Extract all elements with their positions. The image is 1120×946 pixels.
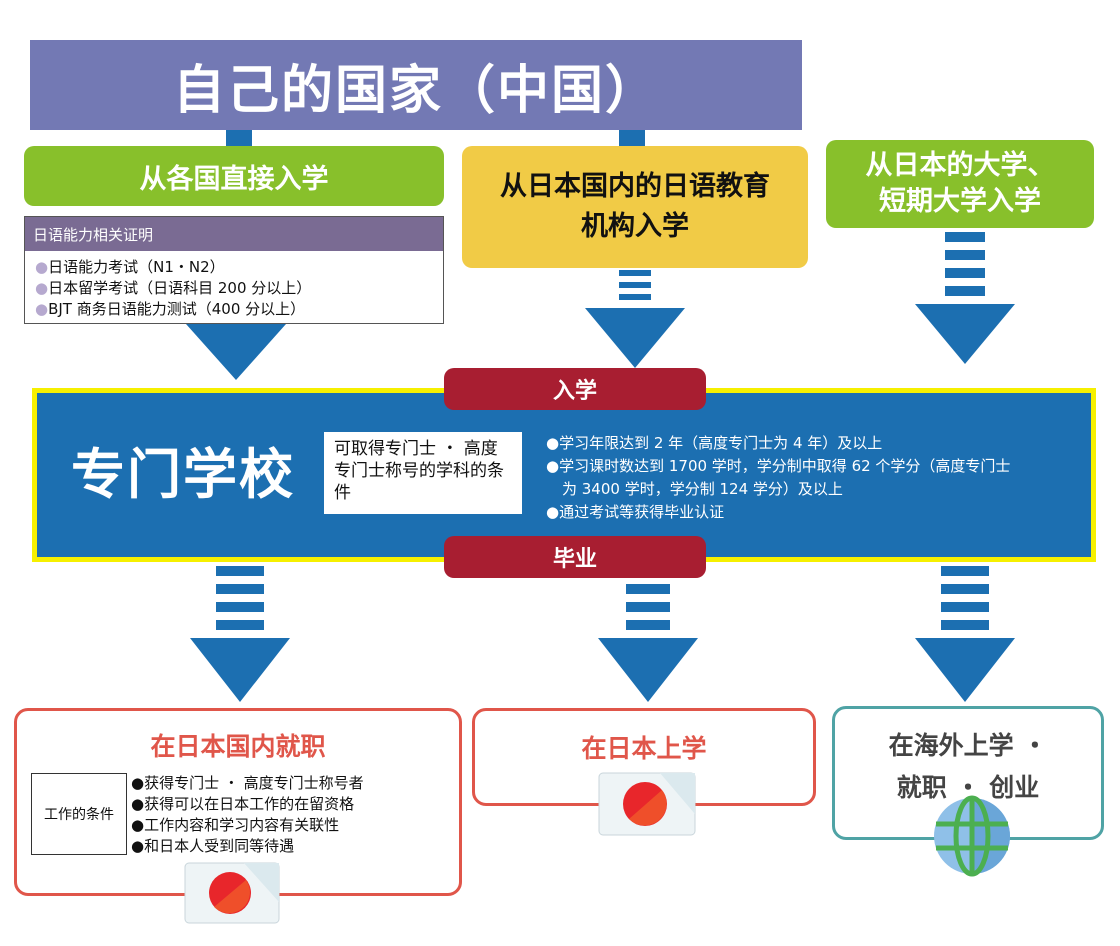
work-condition-item: ●获得可以在日本工作的在留资格 <box>131 795 355 813</box>
outcome-work-japan-title: 在日本国内就职 <box>150 732 326 761</box>
path-japanese-school-line1: 从日本国内的日语教育 <box>500 171 770 202</box>
outcome-overseas-line1: 在海外上学 ・ <box>888 731 1048 760</box>
arrow-down-icon <box>190 566 290 702</box>
page-title: 自己的国家（中国） <box>30 40 802 130</box>
arrow-down-icon <box>598 584 698 702</box>
path-university-line2: 短期大学入学 <box>879 186 1041 217</box>
japan-flag-icon <box>184 862 280 924</box>
school-condition-item: 为 3400 学时，学分制 124 学分）及以上 <box>562 480 843 498</box>
path-direct-box: 从各国直接入学 <box>24 146 444 206</box>
path-university-line1: 从日本的大学、 <box>865 150 1055 181</box>
work-conditions-list: ●获得专门士 ・ 高度专门士称号者 ●获得可以在日本工作的在留资格 ●工作内容和… <box>131 773 364 857</box>
arrow-down-icon <box>915 566 1015 702</box>
outcome-study-japan-title: 在日本上学 <box>581 734 707 763</box>
work-condition-label: 工作的条件 <box>31 773 127 855</box>
connector-stub <box>226 128 252 148</box>
school-conditions-list: ●学习年限达到 2 年（高度专门士为 4 年）及以上 ●学习课时数达到 1700… <box>546 432 1086 524</box>
language-certificate-card: 日语能力相关证明 ●日语能力考试（N1・N2） ●日本留学考试（日语科目 200… <box>24 216 444 324</box>
graduate-badge: 毕业 <box>444 536 706 578</box>
language-card-title: 日语能力相关证明 <box>25 217 443 251</box>
arrow-down-icon <box>585 270 685 368</box>
language-card-item: ●日本留学考试（日语科目 200 分以上） <box>35 279 312 297</box>
japan-flag-icon <box>598 772 696 836</box>
path-japanese-school-box: 从日本国内的日语教育 机构入学 <box>462 146 808 268</box>
language-card-item: ●日语能力考试（N1・N2） <box>35 258 225 276</box>
arrow-down-icon <box>186 324 286 380</box>
work-condition-item: ●和日本人受到同等待遇 <box>131 837 295 855</box>
work-condition-item: ●工作内容和学习内容有关联性 <box>131 816 340 834</box>
path-university-box: 从日本的大学、 短期大学入学 <box>826 140 1094 228</box>
globe-icon <box>934 795 1010 877</box>
school-condition-item: ●学习课时数达到 1700 学时，学分制中取得 62 个学分（高度专门士 <box>546 457 1011 475</box>
enter-badge: 入学 <box>444 368 706 410</box>
school-condition-label-text: 可取得专门士 ・ 高度专门士称号的学科的条件 <box>334 439 504 503</box>
school-condition-label: 可取得专门士 ・ 高度专门士称号的学科的条件 <box>324 432 522 514</box>
path-japanese-school-line2: 机构入学 <box>581 211 689 242</box>
school-condition-item: ●通过考试等获得毕业认证 <box>546 503 725 521</box>
school-title: 专门学校 <box>71 442 295 506</box>
work-condition-item: ●获得专门士 ・ 高度专门士称号者 <box>131 774 364 792</box>
language-card-item: ●BJT 商务日语能力测试（400 分以上） <box>35 300 306 318</box>
connector-stub <box>619 128 645 148</box>
school-condition-item: ●学习年限达到 2 年（高度专门士为 4 年）及以上 <box>546 434 883 452</box>
arrow-down-icon <box>915 232 1015 364</box>
language-card-title-text: 日语能力相关证明 <box>33 225 154 244</box>
